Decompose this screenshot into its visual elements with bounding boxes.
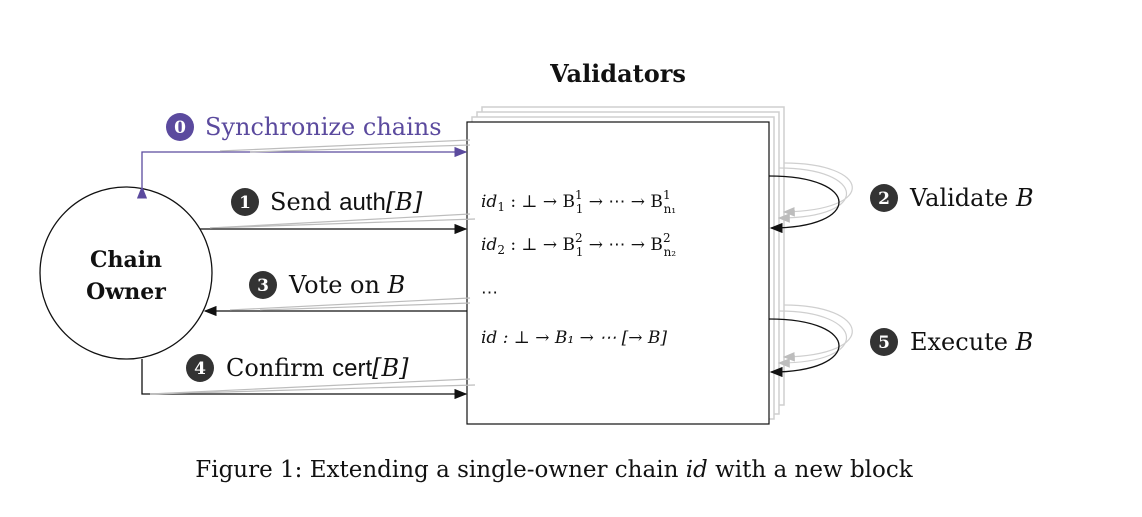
chain-owner-label-line1: Chain — [90, 247, 162, 273]
sync-gray-line — [219, 139, 471, 152]
svg-text:4: 4 — [194, 359, 206, 379]
validator-stack — [466, 106, 785, 425]
step-0-label: Synchronize chains — [205, 113, 442, 141]
step-5-label: Execute B — [910, 328, 1033, 356]
step-3-label: Vote on B — [288, 271, 405, 299]
svg-text:5: 5 — [878, 333, 890, 353]
step-2-label: Validate B — [909, 184, 1034, 212]
validate-loop — [768, 175, 840, 234]
execute-loop — [768, 318, 840, 378]
step-4: 4 Confirm cert[B] — [141, 354, 476, 400]
validators-title: Validators — [549, 59, 686, 88]
sync-arrow — [136, 146, 468, 199]
chain-row-3: id : ⊥ → B₁ → ⋯ [→ B] — [481, 328, 667, 348]
svg-text:3: 3 — [257, 276, 269, 296]
step-3-badge — [249, 271, 277, 299]
chain-owner-node — [39, 186, 213, 360]
figure-caption: Figure 1: Extending a single-owner chain… — [195, 457, 914, 483]
step-5: 5 Execute B — [768, 304, 1033, 378]
chain-ellipsis: ⋯ — [481, 283, 498, 303]
step-5-badge — [870, 328, 898, 356]
step-0: 0 Synchronize chains — [136, 113, 471, 199]
step-4-badge — [186, 354, 214, 382]
step-0-badge — [166, 113, 194, 141]
step-2-badge — [870, 184, 898, 212]
step-3: 3 Vote on B — [203, 271, 471, 317]
step-2: 2 Validate B — [768, 162, 1034, 234]
confirm-arrow — [141, 359, 468, 400]
step-1-badge — [231, 188, 259, 216]
step-1-label: Send auth[B] — [270, 188, 423, 216]
svg-text:0: 0 — [174, 118, 186, 138]
step-1: 1 Send auth[B] — [200, 188, 476, 235]
step-4-label: Confirm cert[B] — [226, 354, 409, 382]
chain-owner-label-line2: Owner — [86, 279, 166, 305]
validator-box — [466, 121, 770, 425]
svg-text:2: 2 — [878, 189, 890, 209]
svg-text:1: 1 — [239, 193, 251, 213]
